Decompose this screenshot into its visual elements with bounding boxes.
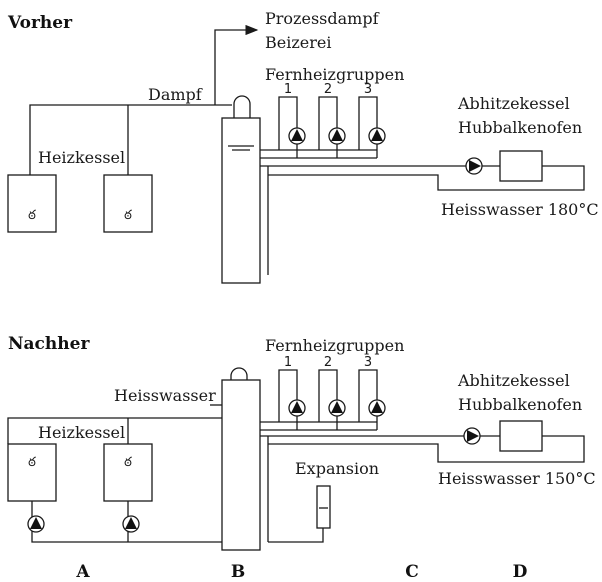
pump-triangle (125, 517, 137, 529)
vessel-dome (233, 95, 251, 118)
column-label-c: C (405, 562, 419, 582)
pump-triangle (371, 401, 383, 413)
district-heating-groups: 1 2 3 (278, 355, 386, 430)
before-diagram: Vorher Prozessdampf Beizerei Dampf ఠ ఠ H… (7, 9, 599, 284)
group-number-1: 1 (284, 355, 292, 370)
storage-vessel (221, 117, 261, 284)
vessel-dome (230, 367, 248, 380)
hot-water-loop (268, 165, 585, 191)
boilers-label: Heizkessel (38, 148, 125, 167)
pump-triangle (467, 430, 479, 442)
hot-water-loop (268, 435, 585, 463)
group-number-3: 3 (364, 355, 372, 370)
pump-triangle (371, 129, 383, 141)
column-label-a: A (75, 562, 90, 582)
district-heating-label: Fernheizgruppen (265, 65, 404, 84)
pump-triangle (291, 401, 303, 413)
waste-heat-boiler (499, 150, 543, 182)
pump-triangle (331, 401, 343, 413)
group-number-2: 2 (324, 82, 332, 97)
group-number-1: 1 (284, 82, 292, 97)
waste-heat-boiler (499, 420, 543, 452)
hot-water-header (7, 417, 222, 444)
expansion-vessel (316, 485, 331, 529)
hot-water-label: Heisswasser 180°C (441, 200, 599, 219)
process-steam-arrow (214, 24, 259, 105)
expansion-label: Expansion (295, 459, 379, 478)
after-diagram: Nachher Heisswasser Fernheizgruppen Heiz… (7, 334, 596, 551)
after-title: Nachher (8, 334, 90, 354)
district-heating-groups: 1 2 3 (278, 82, 386, 158)
hot-water-label: Heisswasser 150°C (438, 469, 596, 488)
waste-heat-label-1: Abhitzekessel (457, 371, 570, 390)
column-label-b: B (231, 562, 245, 582)
group-number-3: 3 (364, 82, 372, 97)
pump-triangle (291, 129, 303, 141)
boiler-1 (7, 174, 57, 233)
boilers-label: Heizkessel (38, 423, 125, 442)
before-title: Vorher (7, 13, 73, 33)
flame-icon: ఠ (28, 455, 36, 470)
hot-water-title: Heisswasser (114, 386, 216, 405)
flame-icon: ఠ (28, 208, 36, 223)
water-level-marker (228, 145, 254, 151)
column-labels: A B C D (75, 562, 527, 582)
boiler-1 (7, 443, 57, 502)
waste-heat-label-2: Hubbalkenofen (458, 395, 582, 414)
process-steam-label-2: Beizerei (265, 33, 331, 52)
flame-icon: ఠ (124, 208, 132, 223)
boiler-2 (103, 174, 153, 233)
steam-label: Dampf (148, 85, 203, 104)
storage-vessel (221, 379, 261, 551)
group-loop-3 (358, 96, 378, 158)
district-heating-label: Fernheizgruppen (265, 336, 404, 355)
group-number-2: 2 (324, 355, 332, 370)
waste-heat-label-1: Abhitzekessel (457, 94, 570, 113)
process-steam-label-1: Prozessdampf (265, 9, 380, 28)
pump-triangle (469, 160, 481, 172)
group-loop-2 (318, 96, 338, 158)
pump-triangle (30, 517, 42, 529)
expansion-pipe (268, 528, 324, 543)
pump-triangle (331, 129, 343, 141)
boiler-2 (103, 443, 153, 502)
boiler-return-pipe (31, 501, 222, 543)
column-label-d: D (513, 562, 528, 582)
flame-icon: ఠ (124, 455, 132, 470)
group-loop-1 (278, 96, 298, 158)
waste-heat-label-2: Hubbalkenofen (458, 118, 582, 137)
steam-header-pipe (29, 104, 232, 175)
